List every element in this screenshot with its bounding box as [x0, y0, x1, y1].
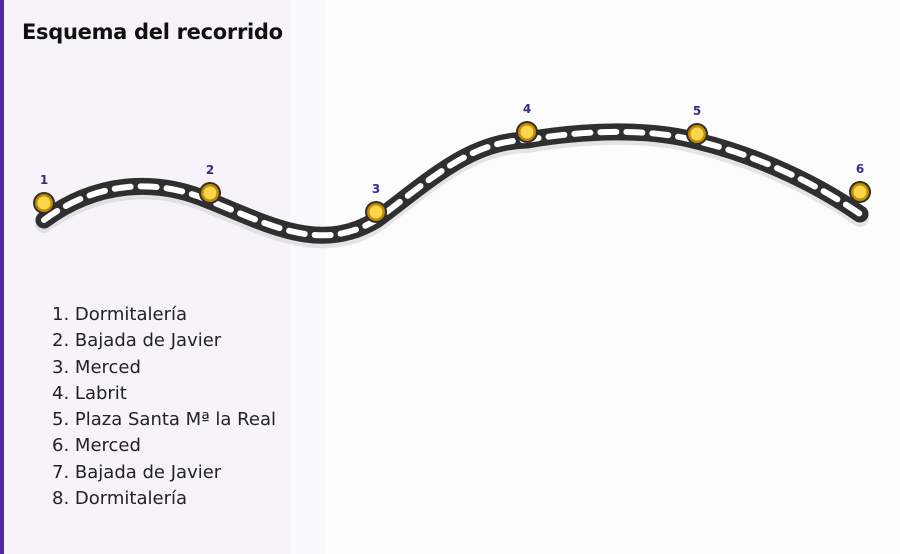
panel-strip	[290, 0, 326, 554]
road-center-dashes	[41, 128, 863, 239]
stop-pin-fill	[853, 185, 867, 199]
road	[35, 123, 869, 244]
stop-pin-fill	[203, 186, 217, 200]
route-stop-number: 5	[693, 104, 701, 118]
stop-item-name: Dormitalería	[74, 304, 188, 325]
stop-item-number: 3.	[52, 356, 70, 378]
stop-pin-fill	[37, 196, 51, 210]
stop-item-1: 1. Dormitalería	[52, 302, 276, 328]
stop-item-number: 5.	[52, 409, 70, 431]
stop-item-2: 2. Bajada de Javier	[52, 328, 276, 354]
stop-item-7: 7. Bajada de Javier	[52, 460, 276, 486]
route-stop-marker-6: 6	[849, 162, 871, 203]
stop-item-number: 4.	[52, 382, 70, 404]
stop-item-name: Dormitalería	[74, 488, 188, 510]
route-stop-marker-5: 5	[686, 104, 708, 145]
route-stop-number: 3	[372, 182, 380, 196]
route-stop-marker-3: 3	[365, 182, 387, 223]
route-stop-number: 2	[206, 163, 214, 177]
route-stop-marker-4: 4	[516, 102, 538, 143]
stop-item-name: Bajada de Javier	[74, 330, 222, 352]
stop-item-6: 6. Merced	[52, 433, 276, 459]
stop-pin-fill	[369, 205, 383, 219]
side-panel-background	[4, 0, 326, 554]
stop-item-name: Merced	[74, 356, 141, 378]
stop-item-name: Labrit	[74, 382, 127, 404]
stop-item-number: 7.	[52, 461, 70, 483]
page-title: Esquema del recorrido	[22, 20, 283, 44]
stop-item-4: 4. Labrit	[52, 381, 276, 407]
stop-item-name: Plaza Santa Mª la Real	[74, 409, 276, 431]
stop-item-3: 3. Merced	[52, 355, 276, 381]
stop-item-number: 1.	[52, 304, 70, 325]
stop-item-name: Merced	[74, 435, 141, 457]
stop-pin-fill	[690, 127, 704, 141]
route-stop-number: 4	[523, 102, 531, 116]
route-stop-number: 1	[40, 173, 48, 187]
stop-pin-fill	[520, 125, 534, 139]
stop-item-5: 5. Plaza Santa Mª la Real	[52, 407, 276, 433]
stop-item-name: Bajada de Javier	[74, 461, 222, 483]
stop-item-number: 8.	[52, 488, 70, 510]
left-accent-bar	[0, 0, 4, 554]
stop-item-number: 2.	[52, 330, 70, 352]
stops-list: 1. Dormitalería 2. Bajada de Javier 3. M…	[52, 302, 276, 512]
stop-item-number: 6.	[52, 435, 70, 457]
route-stop-marker-2: 2	[199, 163, 221, 204]
route-stop-marker-1: 1	[33, 173, 55, 214]
route-stop-number: 6	[856, 162, 864, 176]
stop-item-8: 8. Dormitalería	[52, 486, 276, 512]
